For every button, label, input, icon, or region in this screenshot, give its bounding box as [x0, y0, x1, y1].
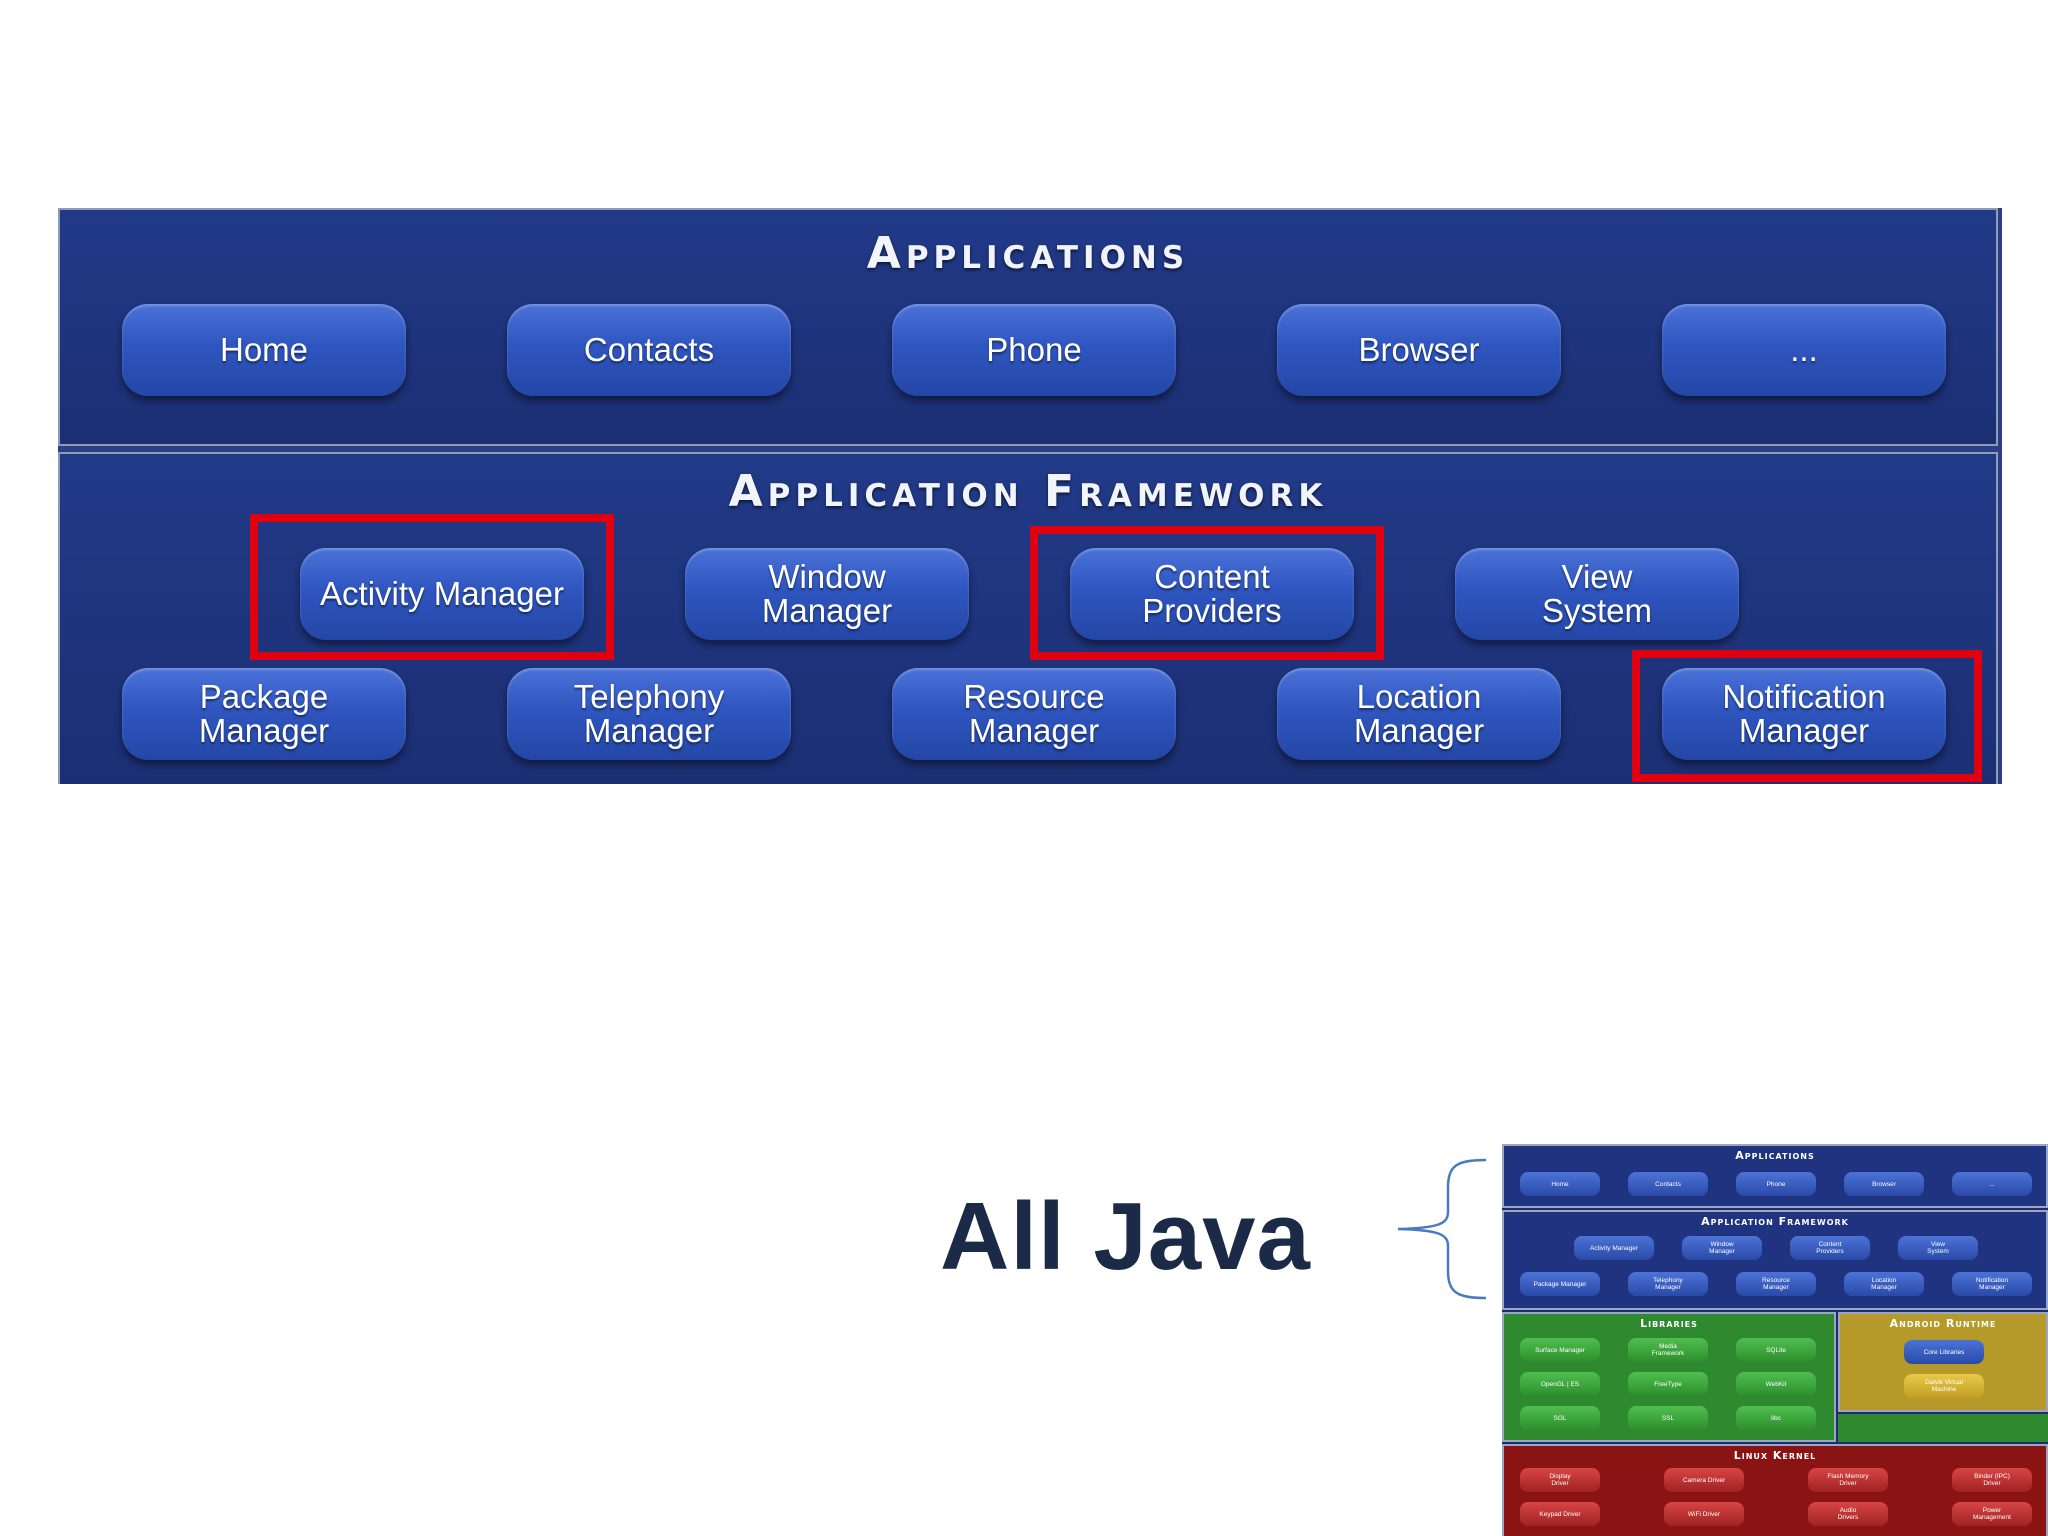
location-manager-box: Location Manager: [1277, 668, 1561, 760]
architecture-thumbnail: Applications Home Contacts Phone Browser…: [1502, 1144, 2048, 1536]
resource-manager-box: Resource Manager: [892, 668, 1176, 760]
thumb-ssl: SSL: [1628, 1406, 1708, 1430]
thumb-sgl: SGL: [1520, 1406, 1600, 1430]
android-architecture-diagram: Applications Home Contacts Phone Browser…: [58, 208, 2002, 784]
app-home: Home: [122, 304, 406, 396]
thumb-resource-manager: Resource Manager: [1736, 1272, 1816, 1296]
thumb-camera-driver: Camera Driver: [1664, 1468, 1744, 1492]
thumb-runtime-layer: Android Runtime Core Libraries Dalvik Vi…: [1838, 1312, 2048, 1412]
window-manager-box: Window Manager: [685, 548, 969, 640]
thumb-content-providers: Content Providers: [1790, 1236, 1870, 1260]
app-more: ...: [1662, 304, 1946, 396]
activity-manager-box: Activity Manager: [300, 548, 584, 640]
thumb-core-libraries: Core Libraries: [1904, 1340, 1984, 1364]
thumb-activity-manager: Activity Manager: [1574, 1236, 1654, 1260]
applications-layer: Applications Home Contacts Phone Browser…: [58, 208, 1998, 446]
thumb-opengl: OpenGL | ES: [1520, 1372, 1600, 1396]
thumb-power-management: Power Management: [1952, 1502, 2032, 1526]
thumb-libraries-layer: Libraries Surface Manager Media Framewor…: [1502, 1312, 1836, 1442]
highlight-notification-manager: [1632, 650, 1982, 782]
thumb-runtime-title: Android Runtime: [1889, 1317, 1997, 1330]
thumb-wifi-driver: WiFi Driver: [1664, 1502, 1744, 1526]
thumb-kernel-layer: Linux Kernel Display Driver Camera Drive…: [1502, 1444, 2048, 1536]
curly-brace-icon: [1397, 1158, 1487, 1300]
content-providers-box: Content Providers: [1070, 548, 1354, 640]
thumb-webkit: WebKit: [1736, 1372, 1816, 1396]
thumb-framework-layer: Application Framework Activity Manager W…: [1502, 1210, 2048, 1310]
caption-all-java: All Java: [940, 1183, 1311, 1290]
view-system-box: View System: [1455, 548, 1739, 640]
thumb-applications-layer: Applications Home Contacts Phone Browser…: [1502, 1144, 2048, 1208]
package-manager-box: Package Manager: [122, 668, 406, 760]
thumb-app-home: Home: [1520, 1172, 1600, 1196]
thumb-keypad-driver: Keypad Driver: [1520, 1502, 1600, 1526]
thumb-telephony-manager: Telephony Manager: [1628, 1272, 1708, 1296]
applications-layer-title: Applications: [866, 228, 1190, 279]
application-framework-layer: Application Framework Activity Manager W…: [58, 452, 1998, 784]
thumb-notification-manager: Notification Manager: [1952, 1272, 2032, 1296]
thumb-package-manager: Package Manager: [1520, 1272, 1600, 1296]
thumb-framework-title: Application Framework: [1701, 1215, 1849, 1228]
app-browser: Browser: [1277, 304, 1561, 396]
notification-manager-box: Notification Manager: [1662, 668, 1946, 760]
highlight-activity-manager: [250, 514, 614, 660]
highlight-content-providers: [1030, 526, 1384, 660]
thumb-kernel-title: Linux Kernel: [1733, 1449, 1817, 1462]
thumb-sqlite: SQLite: [1736, 1338, 1816, 1362]
thumb-app-more: ...: [1952, 1172, 2032, 1196]
telephony-manager-box: Telephony Manager: [507, 668, 791, 760]
thumb-display-driver: Display Driver: [1520, 1468, 1600, 1492]
thumb-surface-manager: Surface Manager: [1520, 1338, 1600, 1362]
thumb-freetype: FreeType: [1628, 1372, 1708, 1396]
thumb-app-browser: Browser: [1844, 1172, 1924, 1196]
thumb-view-system: View System: [1898, 1236, 1978, 1260]
thumb-media-framework: Media Framework: [1628, 1338, 1708, 1362]
thumb-binder-driver: Binder (IPC) Driver: [1952, 1468, 2032, 1492]
thumb-dalvik-vm: Dalvik Virtual Machine: [1904, 1374, 1984, 1398]
thumb-audio-drivers: Audio Drivers: [1808, 1502, 1888, 1526]
thumb-libc: libc: [1736, 1406, 1816, 1430]
thumb-app-phone: Phone: [1736, 1172, 1816, 1196]
framework-layer-title: Application Framework: [728, 466, 1328, 517]
app-phone: Phone: [892, 304, 1176, 396]
thumb-applications-title: Applications: [1735, 1149, 1815, 1162]
app-contacts: Contacts: [507, 304, 791, 396]
thumb-location-manager: Location Manager: [1844, 1272, 1924, 1296]
thumb-flash-memory-driver: Flash Memory Driver: [1808, 1468, 1888, 1492]
thumb-libraries-title: Libraries: [1640, 1317, 1698, 1330]
thumb-window-manager: Window Manager: [1682, 1236, 1762, 1260]
thumb-app-contacts: Contacts: [1628, 1172, 1708, 1196]
thumb-libraries-extension: [1838, 1414, 2048, 1442]
